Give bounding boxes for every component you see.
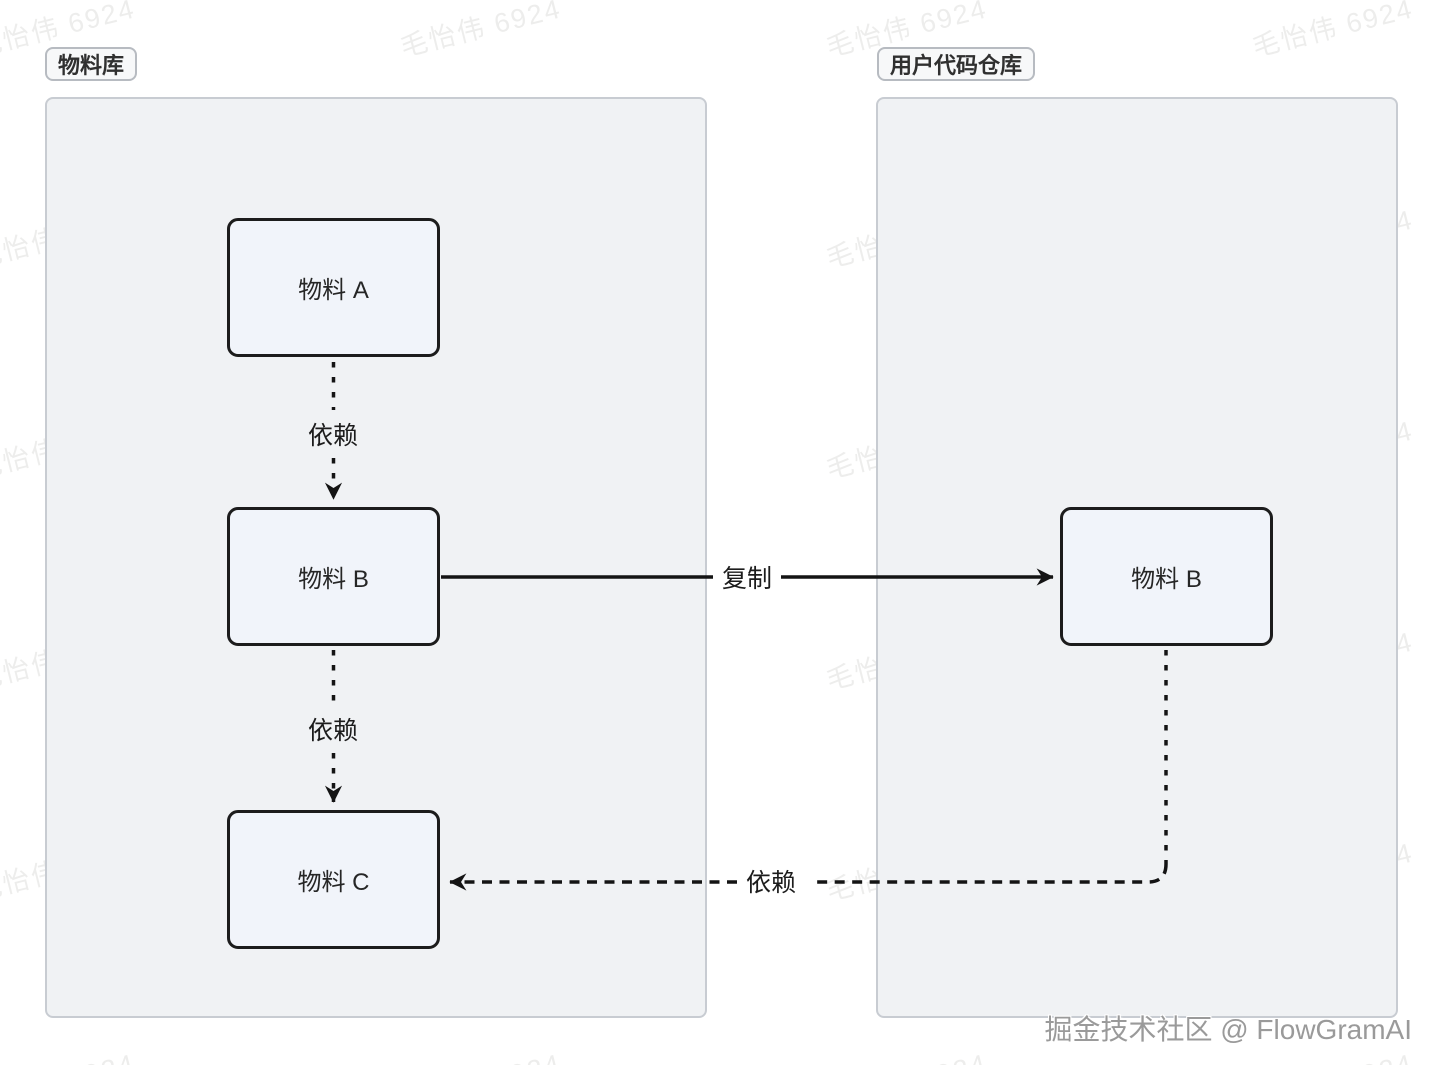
group-badge-material-library: 物料库 <box>45 47 138 81</box>
group-badge-user-code-repo: 用户代码仓库 <box>877 47 1036 81</box>
watermark-text: 毛怡伟 6924 <box>396 1042 565 1065</box>
edge-label-dep-a-b: 依赖 <box>307 422 359 450</box>
node-material-a: 物料 A <box>227 218 440 357</box>
node-material-b-library: 物料 B <box>227 507 440 646</box>
edge-label-copy: 复制 <box>721 565 773 593</box>
edge-label-dep-b-c: 依赖 <box>307 717 359 745</box>
watermark-text: 毛怡伟 6924 <box>822 1042 991 1065</box>
node-material-c: 物料 C <box>227 810 440 949</box>
edge-label-dep-repo-b-c: 依赖 <box>745 869 797 897</box>
node-material-b-user-repo: 物料 B <box>1060 507 1273 646</box>
attribution-text: 掘金技术社区 @ FlowGramAI <box>1044 1014 1412 1045</box>
watermark-text: 毛怡伟 6924 <box>0 1042 139 1065</box>
watermark-text: 毛怡伟 6924 <box>1249 0 1417 63</box>
watermark-text: 毛怡伟 6924 <box>397 0 565 63</box>
